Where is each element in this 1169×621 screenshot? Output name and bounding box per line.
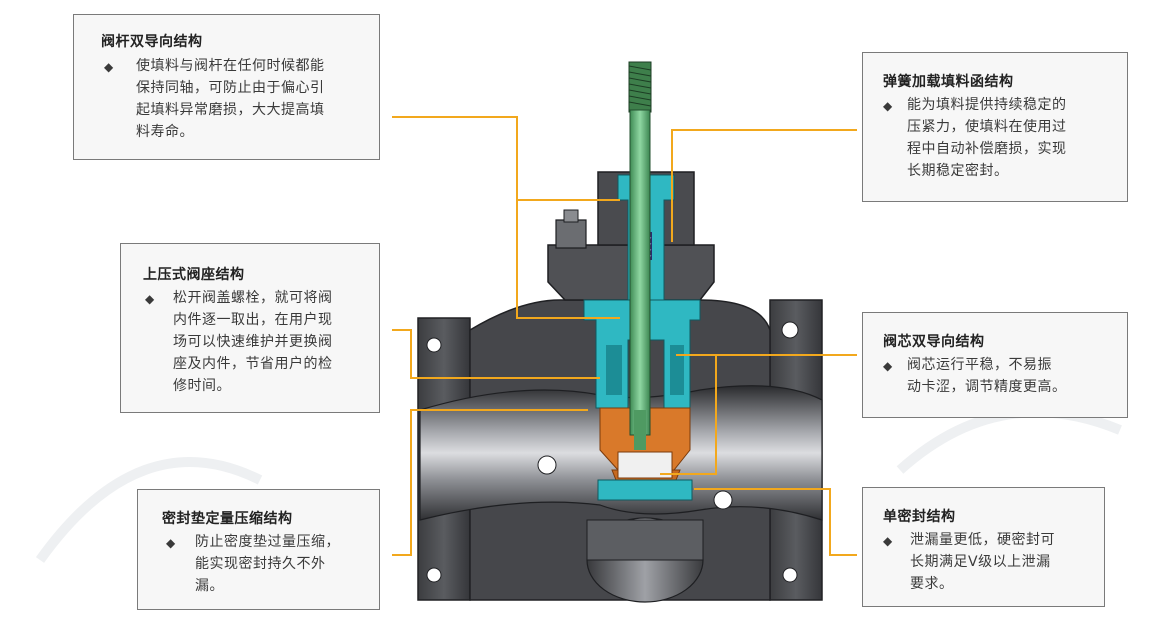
- bullet-icon: ◆: [883, 534, 893, 548]
- callout-line: 动卡涩，调节精度更高。: [907, 379, 1067, 395]
- callout-line: 保持同轴，可防止由于偏心引: [136, 80, 325, 96]
- callout-line: 要求。: [910, 576, 954, 592]
- callout-title: 弹簧加载填料函结构: [883, 74, 1014, 90]
- callout-top-seat: 上压式阀座结构 ◆ 松开阀盖螺栓，就可将阀 内件逐一取出，在用户现 场可以快速维…: [120, 243, 380, 413]
- callout-gasket: 密封垫定量压缩结构 ◆ 防止密度垫过量压缩， 能实现密封持久不外 漏。: [137, 489, 380, 610]
- callout-line: 能实现密封持久不外: [195, 556, 326, 572]
- leader-lines: [392, 116, 857, 556]
- callout-line: 座及内件，节省用户的检: [173, 356, 333, 372]
- callout-text: 松开阀盖螺栓，就可将阀 内件逐一取出，在用户现 场可以快速维护并更换阀 座及内件…: [173, 287, 373, 397]
- callout-line: 漏。: [195, 578, 224, 594]
- leader-gasket: [392, 409, 588, 556]
- leader-plug-guide-lower: [660, 355, 717, 475]
- callout-line: 程中自动补偿磨损，实现: [907, 141, 1067, 157]
- callout-line: 泄漏量更低，硬密封可: [910, 532, 1055, 548]
- leader-single-seal: [694, 488, 857, 556]
- bullet-icon: ◆: [883, 359, 893, 373]
- bullet-icon: ◆: [883, 99, 893, 113]
- callout-line: 使填料与阀杆在任何时候都能: [136, 58, 325, 74]
- callout-line: 阀芯运行平稳，不易振: [907, 357, 1052, 373]
- callout-stem-guide: 阀杆双导向结构 ◆ 使填料与阀杆在任何时候都能 保持同轴，可防止由于偏心引 起填…: [73, 14, 380, 160]
- leader-spring-packing: [671, 129, 857, 242]
- callout-line: 修时间。: [173, 378, 231, 394]
- callout-line: 能为填料提供持续稳定的: [907, 97, 1067, 113]
- leader-top-seat: [392, 329, 600, 379]
- callout-text: 阀芯运行平稳，不易振 动卡涩，调节精度更高。: [907, 354, 1121, 398]
- callout-single-seal: 单密封结构 ◆ 泄漏量更低，硬密封可 长期满足V级以上泄漏 要求。: [862, 487, 1105, 607]
- callout-title: 阀芯双导向结构: [883, 334, 985, 350]
- callout-text: 泄漏量更低，硬密封可 长期满足V级以上泄漏 要求。: [910, 529, 1100, 595]
- callout-line: 起填料异常磨损，大大提高填: [136, 102, 325, 118]
- bullet-icon: ◆: [104, 60, 114, 74]
- valve-stem: [628, 61, 652, 450]
- callout-spring-packing: 弹簧加载填料函结构 ◆ 能为填料提供持续稳定的 压紧力，使填料在使用过 程中自动…: [862, 52, 1128, 202]
- callout-line: 长期满足V级以上泄漏: [910, 554, 1051, 570]
- callout-line: 场可以快速维护并更换阀: [173, 334, 333, 350]
- callout-title: 上压式阀座结构: [143, 267, 245, 283]
- callout-text: 使填料与阀杆在任何时候都能 保持同轴，可防止由于偏心引 起填料异常磨损，大大提高…: [136, 55, 372, 143]
- bullet-icon: ◆: [145, 292, 155, 306]
- callout-title: 单密封结构: [883, 509, 956, 525]
- callout-line: 长期稳定密封。: [907, 163, 1009, 179]
- callout-line: 内件逐一取出，在用户现: [173, 312, 333, 328]
- callout-line: 压紧力，使填料在使用过: [907, 119, 1067, 135]
- callout-plug-guide: 阀芯双导向结构 ◆ 阀芯运行平稳，不易振 动卡涩，调节精度更高。: [862, 312, 1128, 418]
- callout-text: 防止密度垫过量压缩， 能实现密封持久不外 漏。: [195, 531, 375, 597]
- callout-text: 能为填料提供持续稳定的 压紧力，使填料在使用过 程中自动补偿磨损，实现 长期稳定…: [907, 94, 1121, 182]
- callout-line: 料寿命。: [136, 124, 194, 140]
- leader-stem-guide: [392, 116, 620, 319]
- callout-title: 密封垫定量压缩结构: [162, 511, 293, 527]
- cage-guide: [583, 299, 701, 409]
- callout-line: 防止密度垫过量压缩，: [195, 534, 340, 550]
- bullet-icon: ◆: [166, 536, 176, 550]
- callout-line: 松开阀盖螺栓，就可将阀: [173, 290, 333, 306]
- callout-title: 阀杆双导向结构: [101, 34, 203, 50]
